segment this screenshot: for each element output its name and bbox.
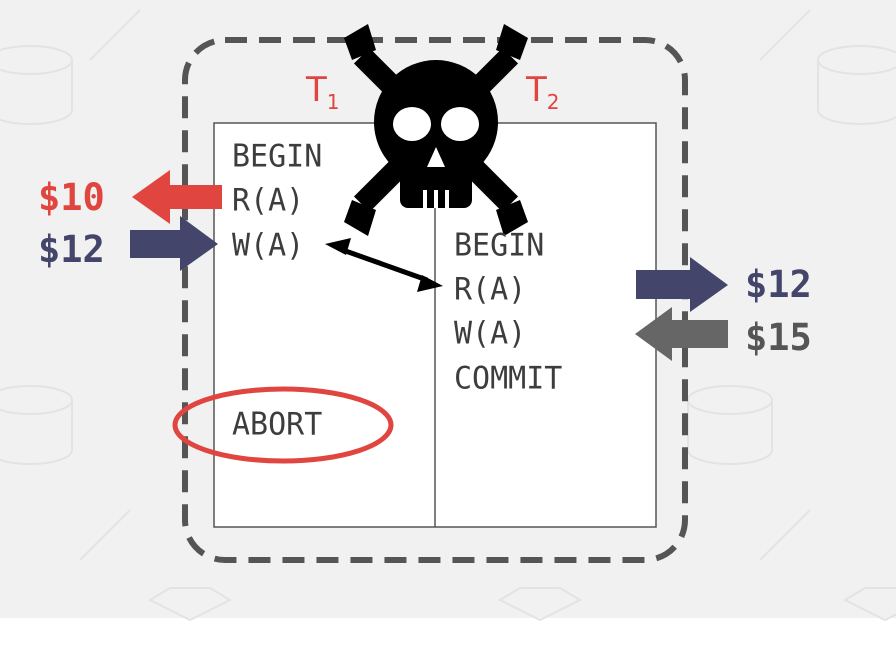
t2-label-sub: 2 [546, 90, 560, 114]
t2-op-begin: BEGIN [454, 227, 545, 264]
t1-label-main: T [306, 70, 327, 110]
background-decoration [0, 9, 896, 622]
t1-op-begin: BEGIN [232, 138, 323, 175]
t1-op-read: R(A) [232, 182, 305, 219]
t1-op-abort: ABORT [232, 406, 323, 443]
write-arrow-t1 [130, 216, 218, 271]
dashed-boundary [182, 37, 688, 563]
t2-label-main: T [526, 70, 547, 110]
write-arrow-t2 [635, 307, 728, 361]
t2-write-value: $15 [745, 316, 812, 359]
skull-crossbones-icon [344, 24, 528, 236]
t1-read-value: $10 [38, 176, 105, 219]
t2-label: T2 [526, 72, 560, 120]
t1-op-write: W(A) [232, 227, 305, 264]
conflict-arrow [325, 238, 443, 292]
read-arrow-t1 [132, 170, 222, 224]
t2-read-value: $12 [745, 263, 812, 306]
t1-label-sub: 1 [326, 90, 340, 114]
t2-op-commit: COMMIT [454, 360, 563, 397]
t1-label: T1 [306, 72, 340, 120]
t2-op-read: R(A) [454, 271, 527, 308]
t1-write-value: $12 [38, 228, 105, 271]
read-arrow-t2 [636, 257, 728, 312]
t2-op-write: W(A) [454, 315, 527, 352]
abort-highlight-ellipse [172, 386, 394, 464]
